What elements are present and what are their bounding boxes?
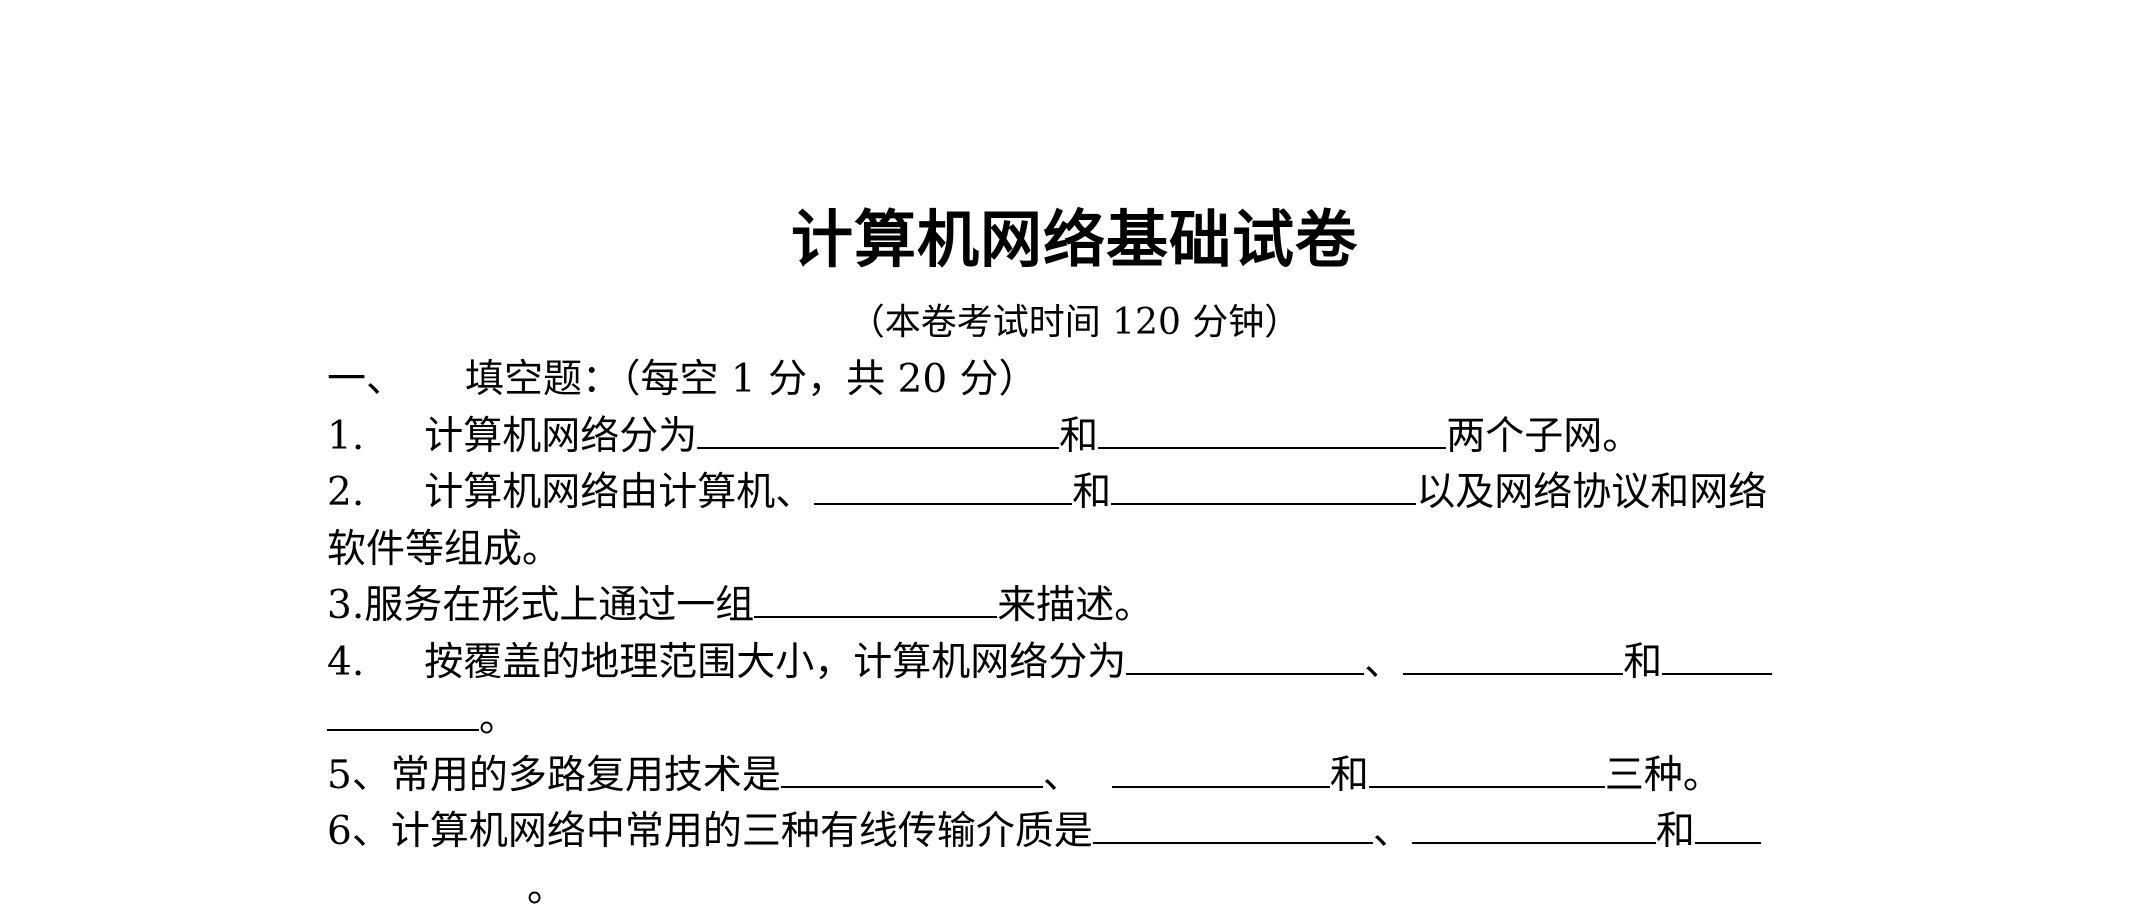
question-2: 2. 计算机网络由计算机、 和 以及网络协议和网络 bbox=[327, 465, 1827, 522]
question-number: 5、 bbox=[327, 753, 391, 798]
question-number: 2. bbox=[327, 465, 364, 522]
question-text: 和 bbox=[1330, 753, 1369, 798]
answer-blank-continued[interactable] bbox=[327, 691, 479, 731]
answer-blank[interactable] bbox=[1098, 409, 1446, 449]
question-6-continued: 。 bbox=[327, 861, 1827, 917]
section-title: 填空题：（每空 1 分，共 20 分） bbox=[465, 357, 1038, 402]
question-text: 、 bbox=[1373, 809, 1412, 854]
question-text: 。 bbox=[479, 696, 518, 741]
question-number: 1. bbox=[327, 409, 364, 466]
answer-blank[interactable] bbox=[814, 465, 1072, 505]
question-text: 服务在形式上通过一组 bbox=[364, 583, 754, 628]
exam-body: 一、填空题：（每空 1 分，共 20 分） 1.计算机网络分为和两个子网。 2.… bbox=[327, 352, 1827, 917]
question-3: 3.服务在形式上通过一组 来描述。 bbox=[327, 578, 1827, 635]
answer-blank[interactable] bbox=[1369, 748, 1605, 788]
question-text: 来描述。 bbox=[997, 583, 1153, 628]
answer-blank[interactable] bbox=[1112, 748, 1330, 788]
question-text: 、 bbox=[1043, 753, 1082, 798]
answer-blank[interactable] bbox=[1126, 635, 1364, 675]
answer-blank[interactable] bbox=[1662, 635, 1772, 675]
answer-blank[interactable] bbox=[1093, 804, 1373, 844]
question-text: 和 bbox=[1623, 640, 1662, 685]
question-1: 1. 计算机网络分为 和 两个子网。 bbox=[327, 409, 1827, 466]
section-number: 一、 bbox=[327, 357, 405, 402]
question-text: 计算机网络中常用的三种有线传输介质是 bbox=[391, 809, 1093, 854]
question-text: 以及网络协议和网络 bbox=[1416, 470, 1767, 515]
question-text: 常用的多路复用技术是 bbox=[391, 753, 781, 798]
question-6: 6、计算机网络中常用的三种有线传输介质是 、 和 bbox=[327, 804, 1827, 861]
answer-blank[interactable] bbox=[1412, 804, 1656, 844]
exam-title: 计算机网络基础试卷 bbox=[0, 198, 2149, 282]
answer-blank[interactable] bbox=[781, 748, 1043, 788]
answer-blank[interactable] bbox=[697, 409, 1059, 449]
question-text: 计算机网络分为 bbox=[424, 414, 697, 459]
question-text: 。 bbox=[527, 866, 566, 911]
question-text: 软件等组成。 bbox=[327, 527, 561, 572]
answer-blank[interactable] bbox=[754, 578, 997, 618]
question-text: 计算机网络由计算机、 bbox=[424, 470, 814, 515]
question-2-continued: 软件等组成。 bbox=[327, 522, 1827, 579]
question-text: 、 bbox=[1364, 640, 1403, 685]
question-text: 和 bbox=[1072, 470, 1111, 515]
section-heading: 一、 填空题：（每空 1 分，共 20 分） bbox=[327, 352, 1827, 409]
question-text: 按覆盖的地理范围大小，计算机网络分为 bbox=[424, 640, 1126, 685]
question-4-continued: 。 bbox=[327, 691, 1827, 748]
question-number: 6、 bbox=[327, 809, 391, 854]
exam-duration-note: （本卷考试时间 120 分钟） bbox=[0, 300, 2149, 346]
question-text: 两个子网。 bbox=[1446, 414, 1641, 459]
question-text: 三种。 bbox=[1605, 753, 1722, 798]
answer-blank[interactable] bbox=[1695, 804, 1761, 844]
question-text: 和 bbox=[1656, 809, 1695, 854]
question-number: 3. bbox=[327, 583, 364, 628]
question-text: 和 bbox=[1059, 414, 1098, 459]
question-number: 4. bbox=[327, 635, 364, 692]
answer-blank[interactable] bbox=[1403, 635, 1623, 675]
answer-blank[interactable] bbox=[1111, 465, 1416, 505]
question-5: 5、常用的多路复用技术是 、 和 三种。 bbox=[327, 748, 1827, 805]
question-4: 4. 按覆盖的地理范围大小，计算机网络分为 、 和 bbox=[327, 635, 1827, 692]
